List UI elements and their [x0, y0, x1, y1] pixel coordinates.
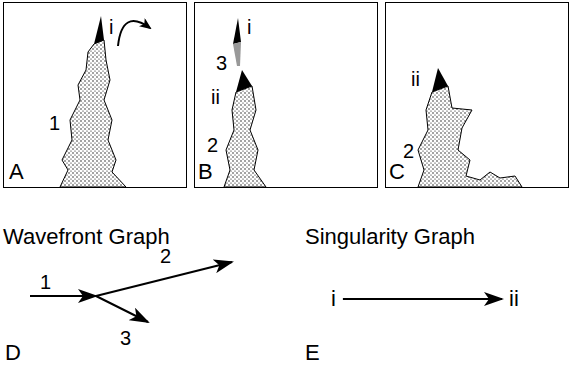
graph-title: Wavefront Graph [3, 226, 170, 248]
singularity-node: ii [506, 286, 522, 312]
singularity-label: i [247, 17, 251, 37]
singularity-tip [233, 18, 241, 44]
panel-letter: E [305, 342, 320, 364]
singularity-tip [94, 16, 104, 44]
callout-number: 2 [160, 246, 171, 266]
callout-number: 3 [120, 328, 131, 348]
callout-number: 2 [403, 141, 414, 161]
graph-arrow [343, 298, 502, 300]
singularity-tip [236, 70, 252, 92]
callout-number: 2 [207, 135, 218, 155]
graph-arrow [30, 295, 96, 297]
panel-letter: B [198, 161, 213, 183]
panel-letter: C [389, 161, 405, 183]
singularity-label: i [109, 17, 113, 37]
singularity-label: ii [211, 87, 220, 107]
singularity-label: i [328, 286, 339, 312]
callout-number: 3 [216, 53, 227, 73]
callout-number: 1 [49, 113, 60, 133]
callout-number: 1 [40, 272, 51, 292]
singularity-label: ii [506, 286, 522, 312]
singularity-label: ii [411, 69, 420, 89]
curved-arrow [118, 21, 150, 46]
wavefront-region [60, 40, 126, 187]
graph-arrow [96, 262, 232, 296]
panel-letter: A [9, 161, 24, 183]
wavefront-region [418, 86, 522, 187]
panel: ii 2C [385, 2, 569, 188]
wavefront-segment [233, 42, 241, 66]
graph-arrow [96, 296, 148, 322]
panel: i 1A [3, 2, 187, 188]
wavefront-region [224, 86, 266, 187]
graph-title: Singularity Graph [305, 226, 475, 248]
singularity-tip [432, 68, 448, 92]
panel-letter: D [5, 342, 21, 364]
singularity-node: i [328, 286, 339, 312]
panel: 3iii2B [194, 2, 378, 188]
